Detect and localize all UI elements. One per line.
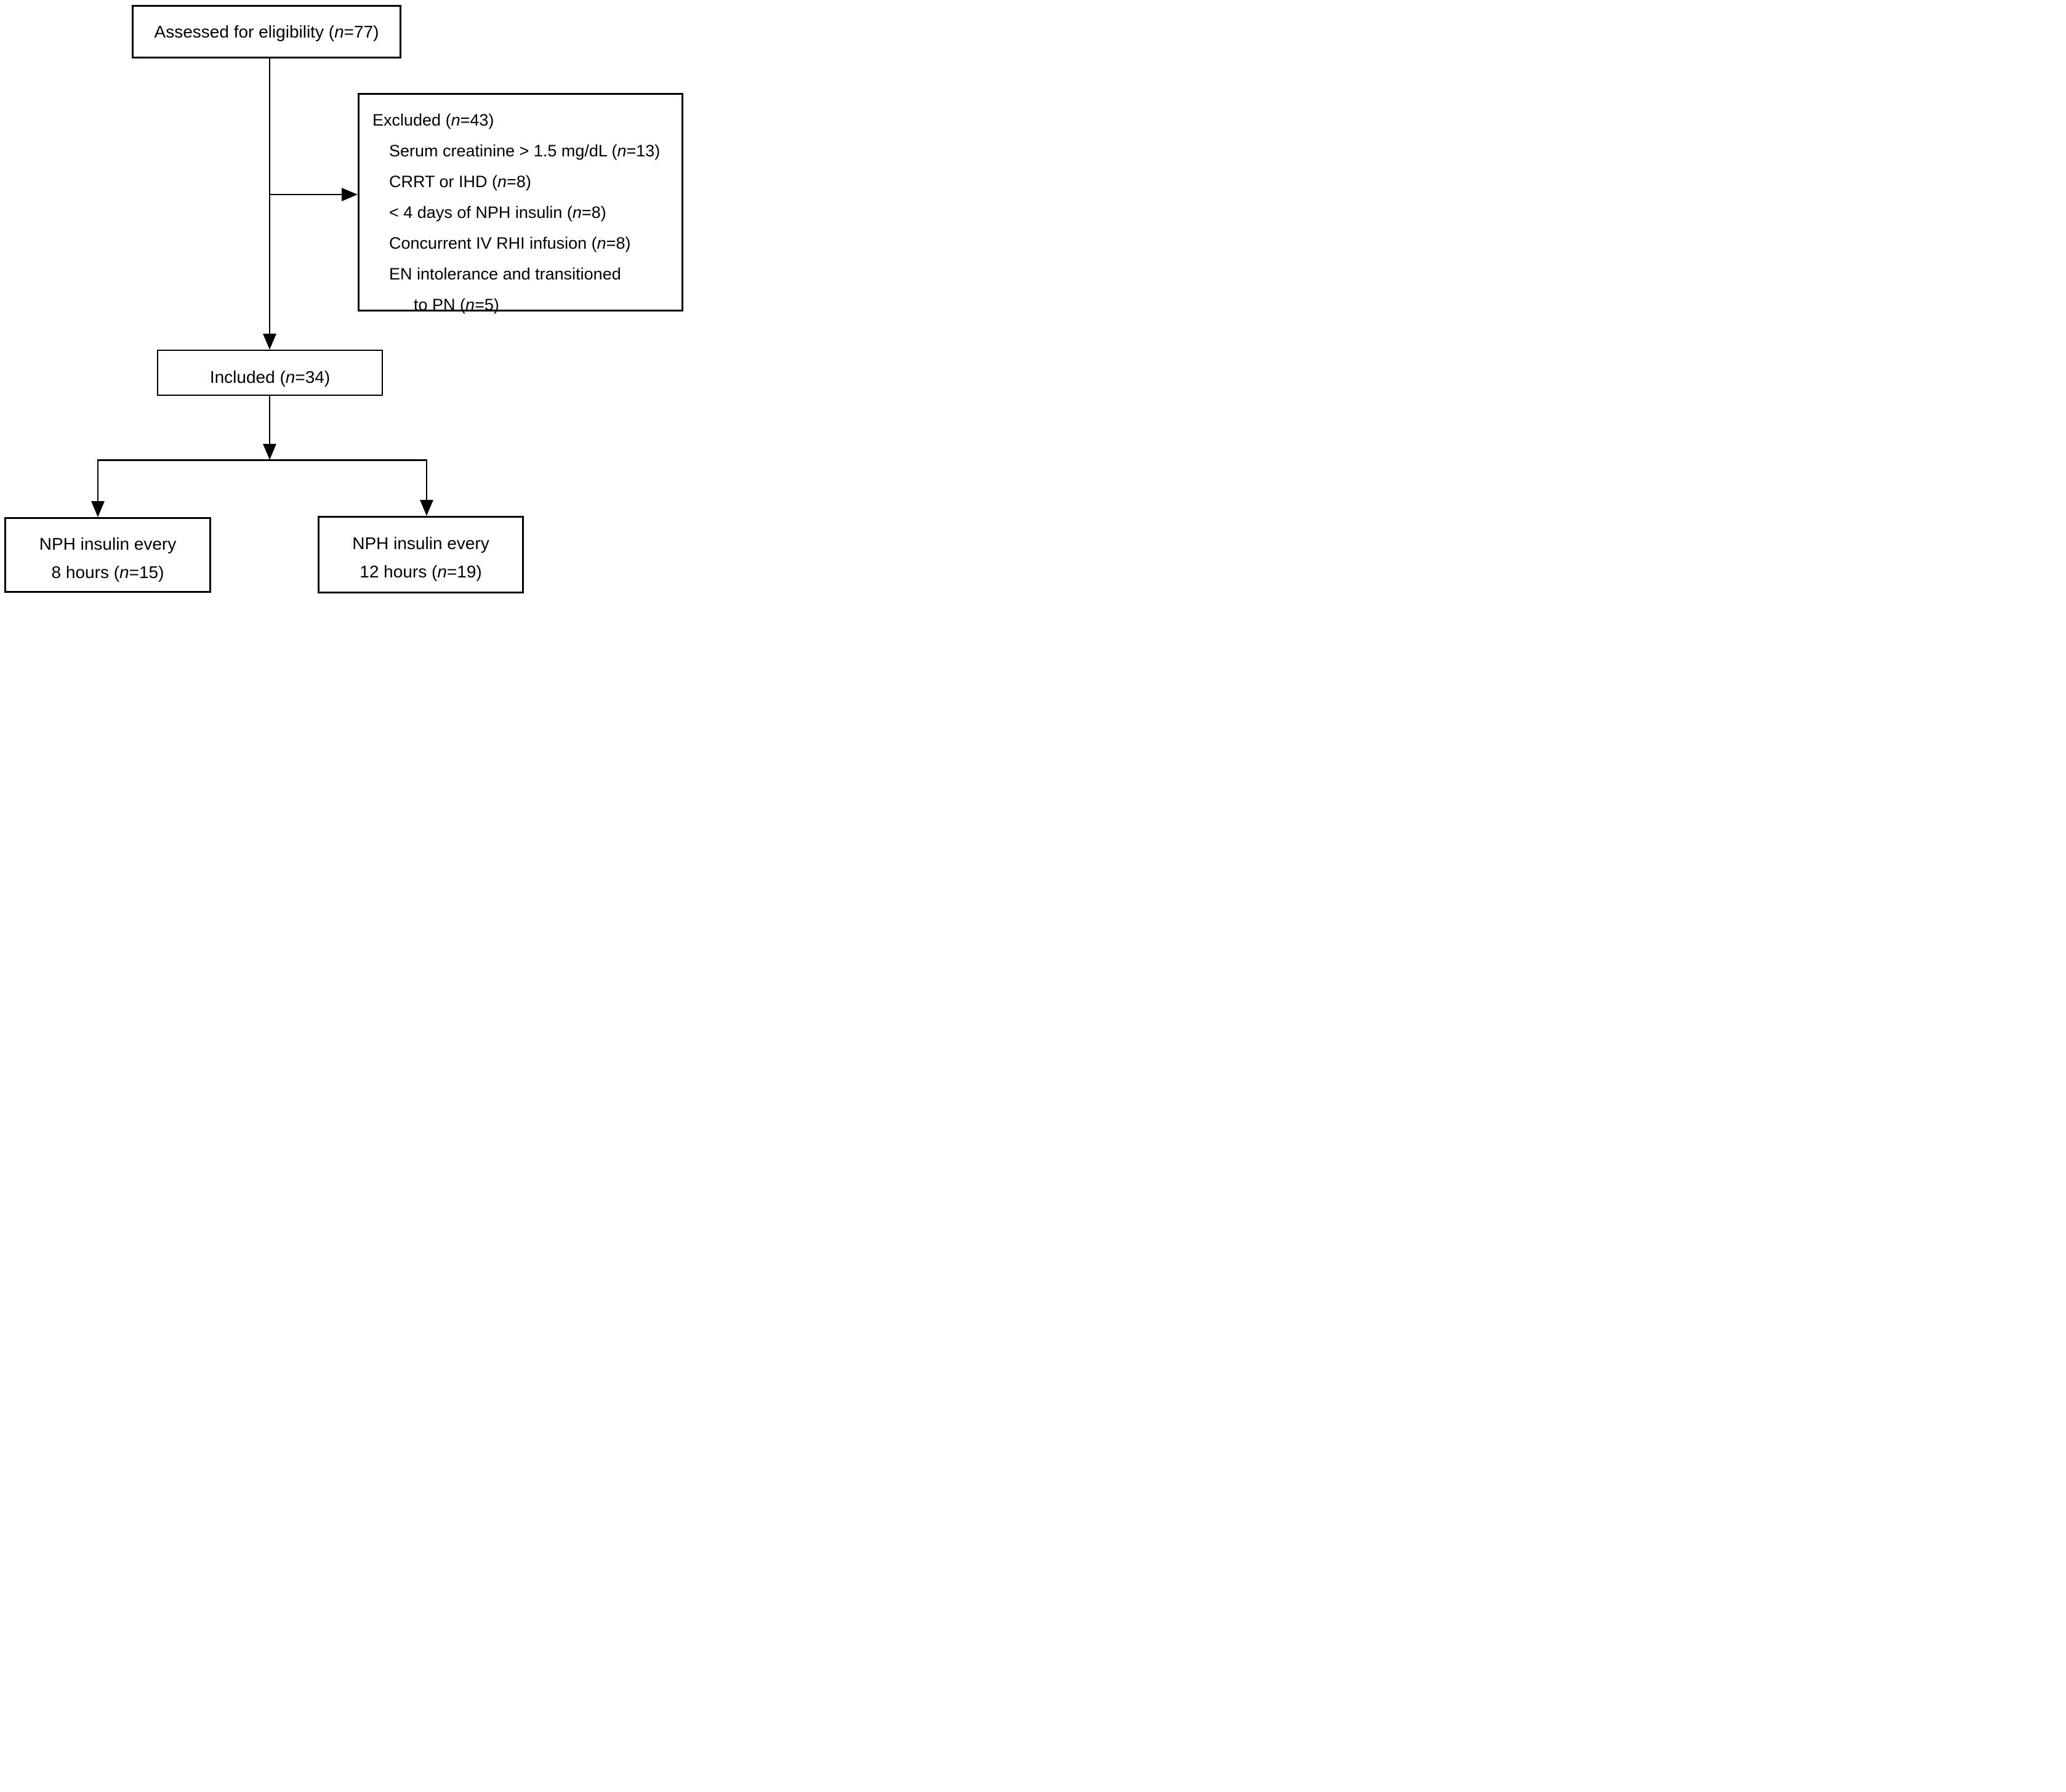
nph-q12-group-box: NPH insulin every 12 hours (n=19) — [318, 516, 524, 593]
nph-q12-label-line2: 12 hours (n=19) — [360, 562, 482, 581]
assessed-for-eligibility-box: Assessed for eligibility (n=77) — [132, 5, 401, 58]
excluded-line: CRRT or IHD (n=8) — [389, 172, 531, 191]
included-label: Included (n=34) — [209, 367, 331, 387]
nph-q8-label-line2: 8 hours (n=15) — [51, 562, 164, 582]
consort-flow-diagram: Assessed for eligibility (n=77) Excluded… — [0, 0, 689, 597]
nph-q8-group-box: NPH insulin every 8 hours (n=15) — [4, 517, 211, 593]
excluded-line: EN intolerance and transitioned — [389, 265, 621, 283]
excluded-line: < 4 days of NPH insulin (n=8) — [389, 203, 606, 222]
flow-line-included-to-split — [269, 396, 270, 444]
excluded-line: Excluded (n=43) — [372, 111, 494, 129]
arrowhead-down-icon — [263, 334, 276, 350]
arrowhead-down-icon — [263, 444, 276, 460]
arrowhead-down-icon — [420, 500, 433, 516]
nph-q12-label-line1: NPH insulin every — [352, 534, 489, 553]
arrowhead-down-icon — [91, 501, 105, 517]
flow-line-branch-to-excluded — [270, 194, 342, 195]
assessed-for-eligibility-label: Assessed for eligibility (n=77) — [154, 22, 379, 41]
flow-line-assessed-to-included — [269, 58, 270, 334]
excluded-line: Serum creatinine > 1.5 mg/dL (n=13) — [389, 142, 661, 160]
flow-line-split-horizontal — [97, 459, 427, 461]
excluded-line: Concurrent IV RHI infusion (n=8) — [389, 234, 631, 252]
flow-line-to-q12-group — [426, 459, 427, 500]
flow-line-to-q8-group — [97, 459, 98, 501]
arrowhead-right-icon — [342, 188, 358, 201]
nph-q8-label-line1: NPH insulin every — [39, 534, 177, 553]
excluded-line: to PN (n=5) — [414, 295, 499, 314]
excluded-lines: Excluded (n=43) Serum creatinine > 1.5 mg… — [360, 105, 681, 320]
excluded-box: Excluded (n=43) Serum creatinine > 1.5 mg… — [358, 93, 683, 314]
included-box: Included (n=34) — [157, 350, 383, 396]
